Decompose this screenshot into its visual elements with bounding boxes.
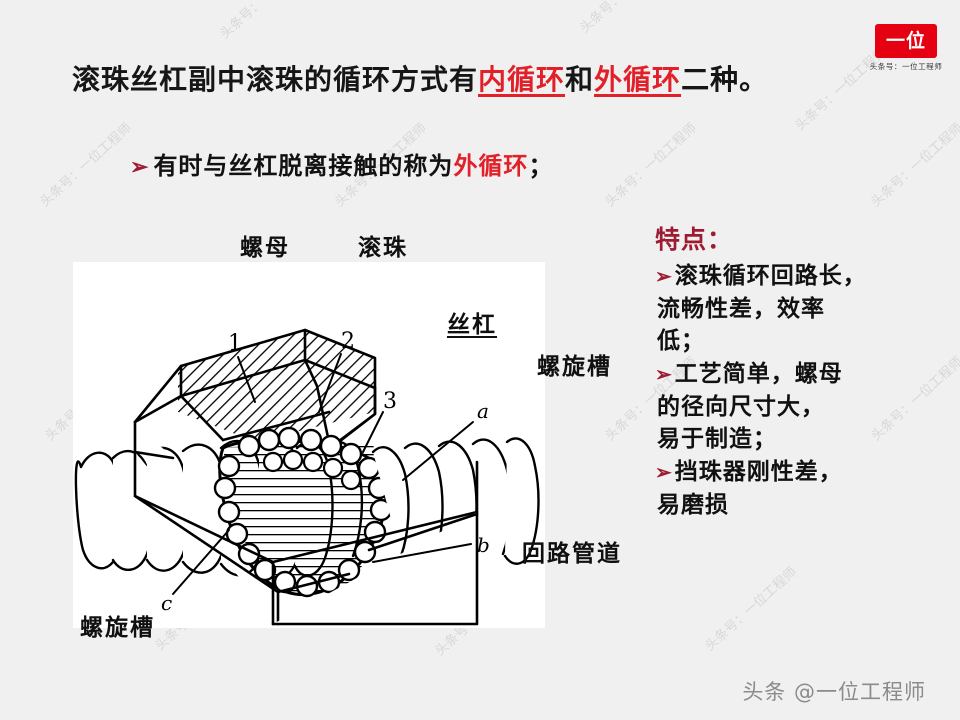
- nut-lower-block: [133, 450, 479, 626]
- feature-item-2-line-3: 易于制造；: [657, 425, 777, 453]
- bottom-watermark: 头条 @一位工程师: [742, 680, 926, 704]
- features-panel: 特点： ➢滚珠循环回路长， 流畅性差，效率 低； ➢工艺简单，螺母 的径向尺寸大…: [655, 220, 945, 521]
- features-title: 特点：: [655, 225, 734, 254]
- feature-item-2-line-1: ➢工艺简单，螺母: [655, 358, 945, 391]
- callout-2: 2: [341, 329, 355, 354]
- watermark-tile: 头条号：一位工程师: [575, 0, 675, 36]
- feature-text: 工艺简单，螺母: [674, 359, 843, 387]
- callout-1: 1: [228, 331, 242, 356]
- title-highlight-inner-circulation: 内循环: [478, 63, 566, 96]
- watermark-tile: 头条号：一位工程师: [702, 564, 800, 655]
- feature-item-3-line-2: 易磨损: [657, 490, 729, 518]
- diagram-label-return-tube: 回路管道: [522, 540, 622, 567]
- feature-text: 挡珠器刚性差，: [674, 457, 843, 485]
- feature-item-1-line-3: 低；: [657, 327, 705, 355]
- callout-a: a: [477, 399, 489, 423]
- watermark-tile: 头条号：一位工程师: [868, 120, 960, 211]
- diagram-label-nut: 螺母: [240, 234, 290, 261]
- arrow-bullet-icon: ➢: [655, 459, 673, 484]
- arrow-bullet-icon: ➢: [655, 264, 673, 288]
- title-part-2: 二种。: [681, 63, 769, 96]
- brand-logo: 一位 头条号：一位工程师: [858, 24, 954, 72]
- callout-leaders: [172, 353, 474, 595]
- feature-text: 滚珠循环回路长，: [674, 262, 867, 289]
- feature-item-3-line-1: ➢挡珠器刚性差，: [655, 456, 945, 489]
- callout-3: 3: [383, 389, 397, 414]
- title-highlight-outer-circulation: 外循环: [594, 63, 682, 96]
- watermark-tile: 头条号：一位工程师: [37, 120, 135, 211]
- arrow-bullet-icon: ➢: [655, 361, 673, 386]
- title-part-1: 滚珠丝杠副中滚珠的循环方式有: [72, 63, 479, 96]
- feature-item-2-line-2: 的径向尺寸大，: [657, 392, 825, 420]
- ball-screw-diagram: 1 2 3 a b c: [73, 262, 545, 628]
- arrow-bullet-icon: ➢: [130, 154, 150, 180]
- subtitle-highlight: 外循环: [453, 151, 529, 180]
- diagram-label-helix-groove-right: 螺旋槽: [537, 353, 612, 380]
- callout-b: b: [477, 533, 490, 557]
- logo-caption: 头条号：一位工程师: [869, 62, 943, 71]
- feature-item-1-line-2: 流畅性差，效率: [657, 294, 825, 322]
- diagram-label-helix-groove-bottom: 螺旋槽: [80, 614, 155, 641]
- callout-c: c: [161, 591, 172, 615]
- ball-row-inner: [262, 449, 362, 491]
- feature-item-1-line-1: ➢滚珠循环回路长，: [655, 260, 945, 293]
- logo-mark: 一位: [875, 24, 937, 58]
- page-title: 滚珠丝杠副中滚珠的循环方式有内循环和外循环二种。: [72, 62, 872, 97]
- ball-screw-drawing: 1 2 3 a b c: [74, 328, 540, 626]
- subtitle-tail: ；: [528, 151, 554, 180]
- title-conjunction: 和: [565, 63, 595, 96]
- subtitle-bullet-line: ➢有时与丝杠脱离接触的称为外循环；: [130, 150, 770, 182]
- diagram-label-screw: 丝杠: [447, 311, 497, 338]
- diagram-label-ball: 滚珠: [358, 234, 408, 261]
- subtitle-text: 有时与丝杠脱离接触的称为: [153, 151, 454, 180]
- watermark-tile: 头条号：一位工程师: [215, 0, 315, 42]
